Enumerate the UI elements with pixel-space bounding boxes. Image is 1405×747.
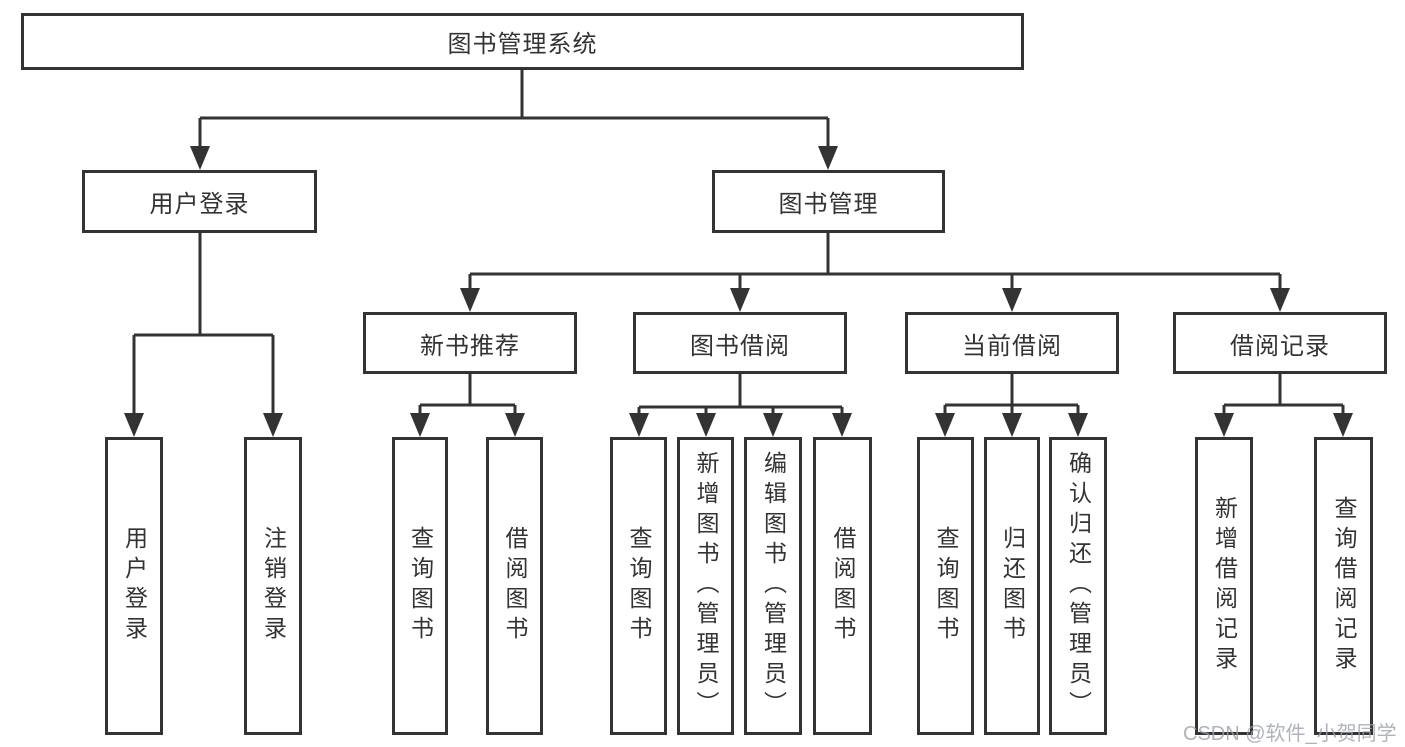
node-user-login: 用户登录 [82, 170, 317, 233]
node-root: 图书管理系统 [21, 13, 1024, 70]
leaf-borrow-query-book: 查询图书 [610, 437, 667, 735]
leaf-logout: 注销登录 [244, 437, 302, 735]
leaf-record-query-record: 查询借阅记录 [1314, 437, 1373, 735]
node-current-borrow: 当前借阅 [905, 312, 1119, 374]
leaf-borrow-add-book-admin: 新增图书（管理员） [677, 437, 734, 735]
leaf-borrow-borrow-book: 借阅图书 [813, 437, 872, 735]
node-book-borrow: 图书借阅 [633, 312, 847, 374]
node-new-book-recommend: 新书推荐 [363, 312, 577, 374]
node-book-management: 图书管理 [712, 170, 945, 233]
leaf-user-login: 用户登录 [105, 437, 163, 735]
leaf-borrow-edit-book-admin: 编辑图书（管理员） [744, 437, 802, 735]
watermark: CSDN @软件_小贺同学 [1183, 723, 1397, 745]
leaf-current-return-book: 归还图书 [984, 437, 1040, 735]
leaf-current-query-book: 查询图书 [917, 437, 974, 735]
leaf-newbook-query-book: 查询图书 [392, 437, 448, 735]
node-borrow-record: 借阅记录 [1173, 312, 1387, 374]
leaf-record-add-record: 新增借阅记录 [1195, 437, 1253, 735]
leaf-newbook-borrow-book: 借阅图书 [486, 437, 543, 735]
leaf-current-confirm-return-admin: 确认归还（管理员） [1049, 437, 1107, 735]
